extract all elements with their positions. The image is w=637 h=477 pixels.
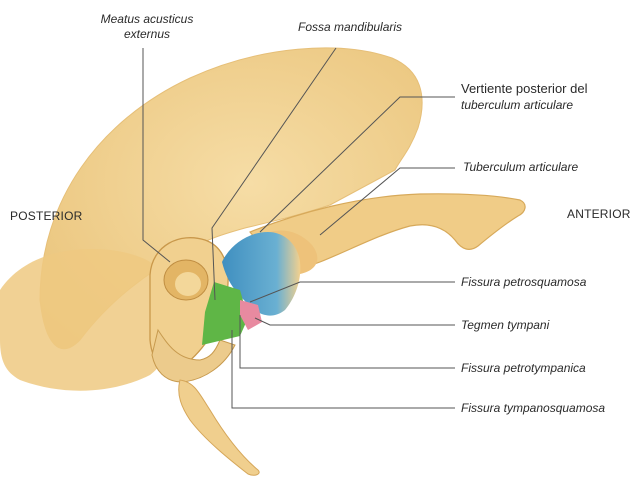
label-fossa-mandibularis: Fossa mandibularis bbox=[298, 20, 402, 34]
label-fissura-petrotympanica: Fissura petrotympanica bbox=[461, 361, 586, 375]
label-posterior: POSTERIOR bbox=[10, 209, 82, 223]
styloid-process bbox=[179, 380, 259, 475]
label-tegmen-tympani: Tegmen tympani bbox=[461, 318, 549, 332]
label-vertiente-line1: Vertiente posterior del bbox=[461, 82, 587, 96]
label-vertiente-line2: tuberculum articulare bbox=[461, 98, 573, 112]
label-anterior: ANTERIOR bbox=[567, 207, 631, 221]
label-meatus-line2: externus bbox=[98, 27, 196, 41]
label-tuberculum-articulare: Tuberculum articulare bbox=[463, 160, 578, 174]
label-fissura-tympanosquamosa: Fissura tympanosquamosa bbox=[461, 401, 605, 415]
label-meatus-line1: Meatus acusticus bbox=[98, 12, 196, 26]
label-fissura-petrosquamosa: Fissura petrosquamosa bbox=[461, 275, 586, 289]
